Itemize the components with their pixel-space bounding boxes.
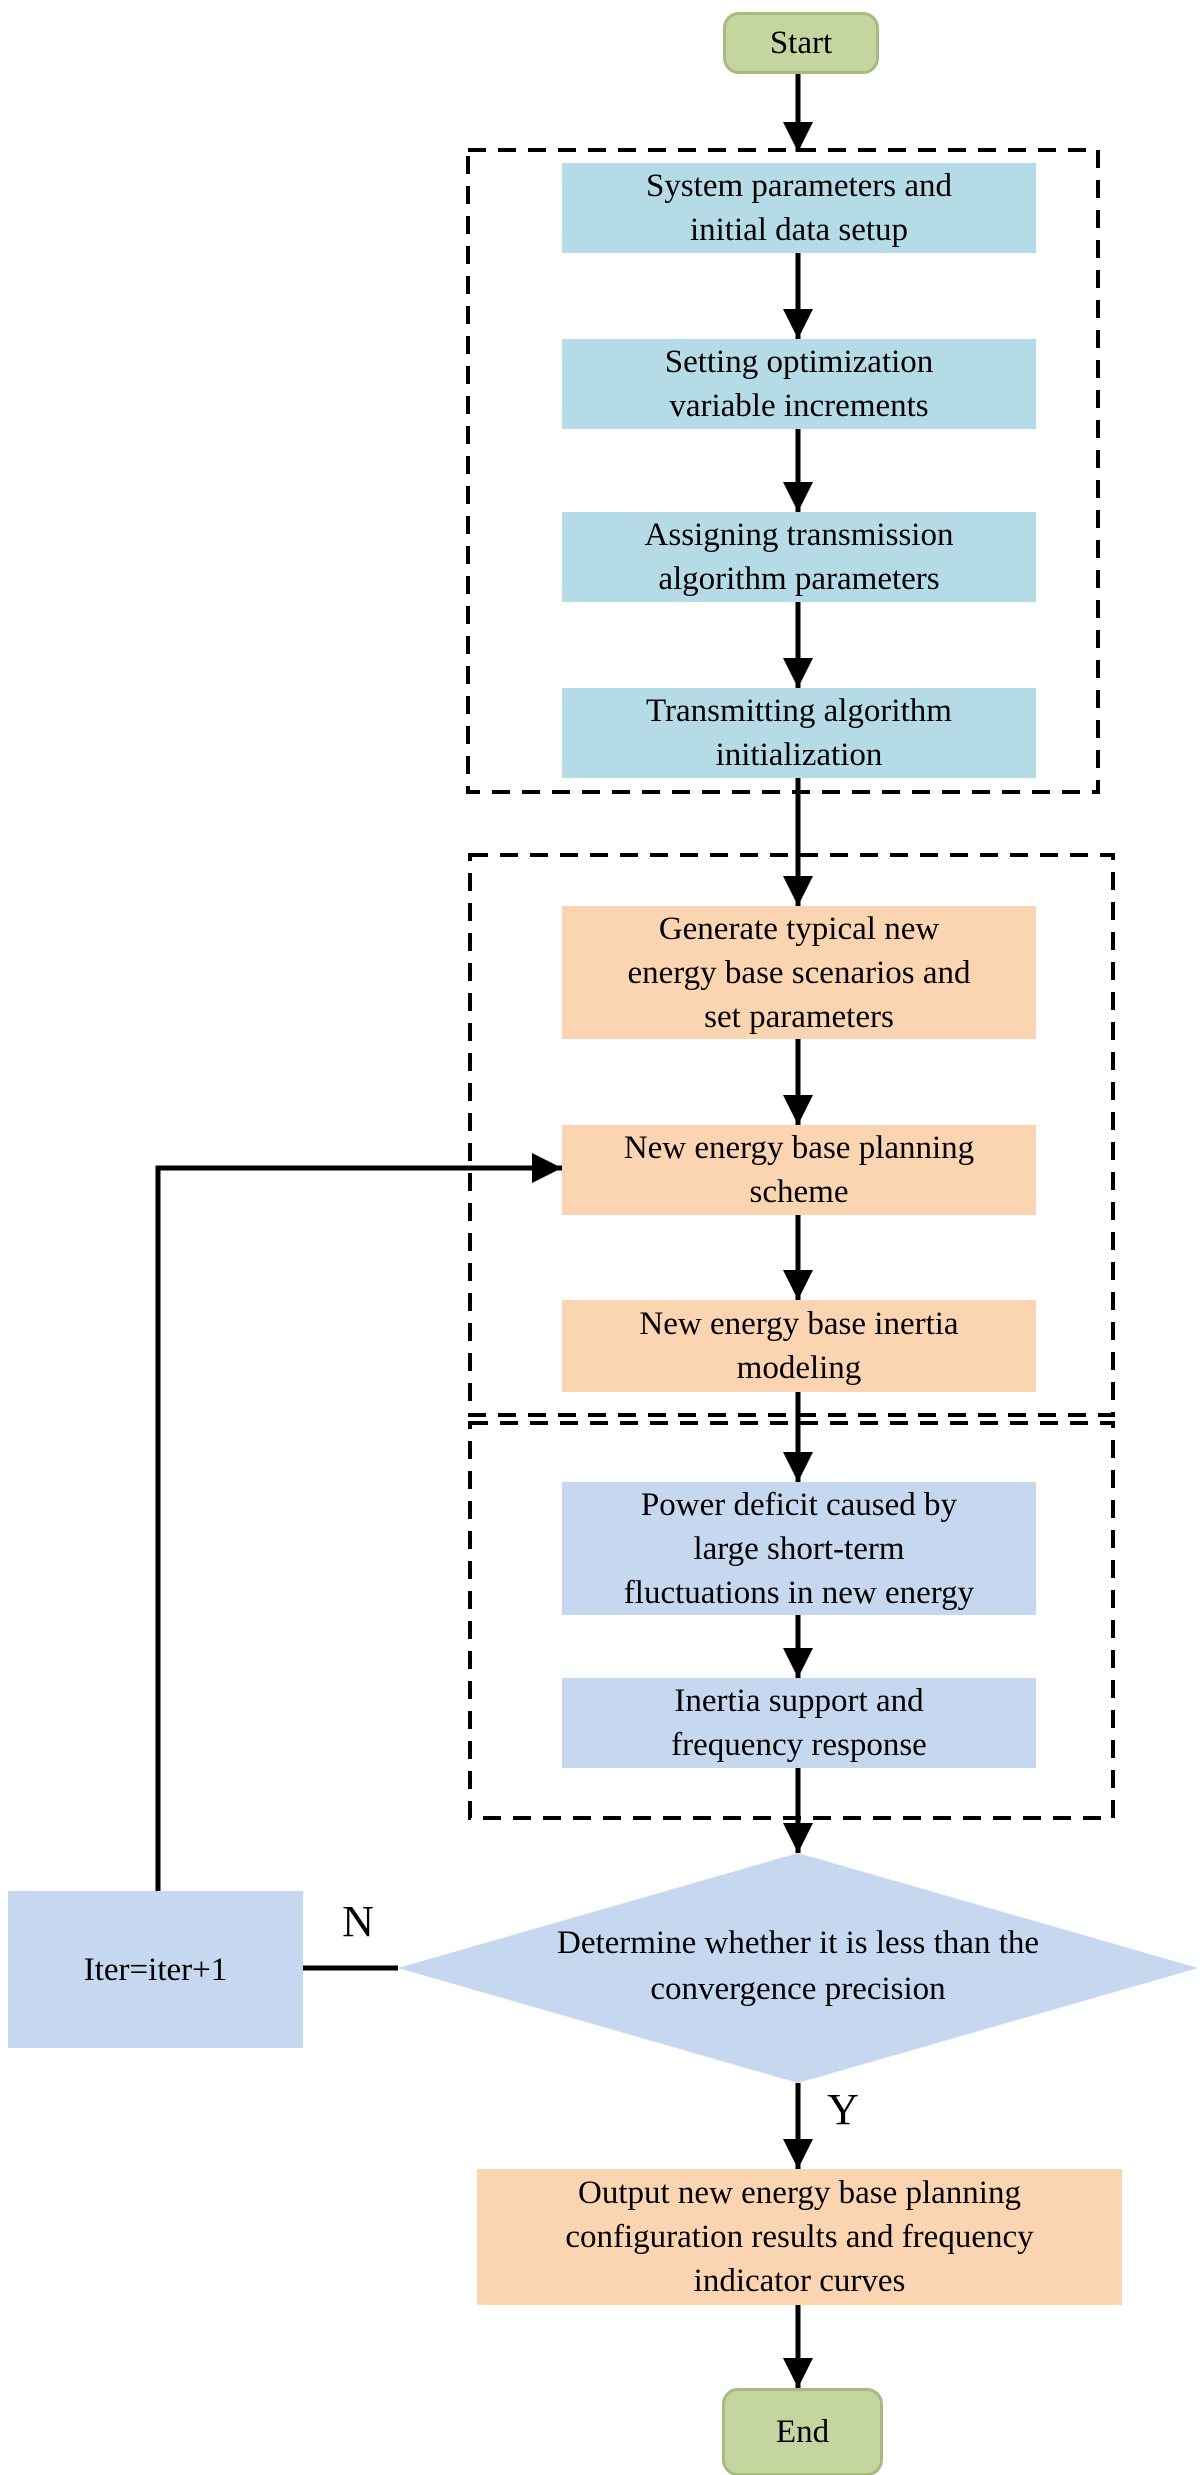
node-inertia-modeling: New energy base inertia modeling bbox=[562, 1300, 1036, 1392]
node-setting-increments: Setting optimization variable increments bbox=[562, 339, 1036, 429]
node-decision-label: Determine whether it is less than the co… bbox=[556, 1925, 1040, 2007]
node-system-parameters: System parameters and initial data setup bbox=[562, 163, 1036, 253]
node-power-deficit: Power deficit caused by large short-term… bbox=[562, 1482, 1036, 1615]
node-end: End bbox=[722, 2388, 883, 2475]
label-no-branch: N bbox=[342, 1897, 374, 1946]
node-start: Start bbox=[723, 12, 879, 74]
node-transmitting-initialization: Transmitting algorithm initialization bbox=[562, 688, 1036, 778]
node-planning-scheme: New energy base planning scheme bbox=[562, 1125, 1036, 1215]
node-generate-scenarios: Generate typical new energy base scenari… bbox=[562, 906, 1036, 1039]
decision-diamond-shape bbox=[398, 1853, 1198, 2083]
feedback-line-iterate-to-planning bbox=[155, 1153, 562, 1891]
node-assigning-parameters: Assigning transmission algorithm paramet… bbox=[562, 512, 1036, 602]
node-output: Output new energy base planning configur… bbox=[477, 2169, 1122, 2305]
dashed-group-evaluation bbox=[468, 1421, 1115, 1820]
node-iterate: Iter=iter+1 bbox=[8, 1891, 303, 2048]
label-yes-branch: Y bbox=[827, 2085, 859, 2134]
node-inertia-support: Inertia support and frequency response bbox=[562, 1678, 1036, 1768]
